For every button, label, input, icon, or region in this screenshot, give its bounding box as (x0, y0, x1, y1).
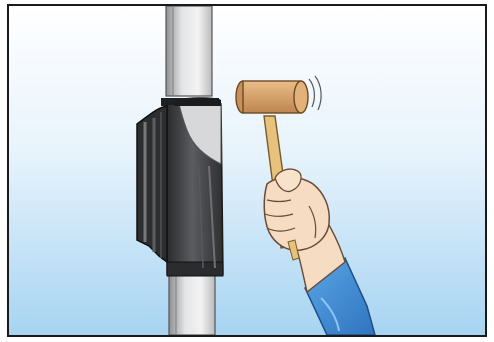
upper-pipe (166, 6, 212, 96)
lower-pipe (169, 274, 215, 335)
sky-background (9, 6, 485, 335)
mallet-head (236, 81, 308, 113)
illustration-canvas (9, 6, 485, 335)
illustration-frame (7, 4, 487, 337)
